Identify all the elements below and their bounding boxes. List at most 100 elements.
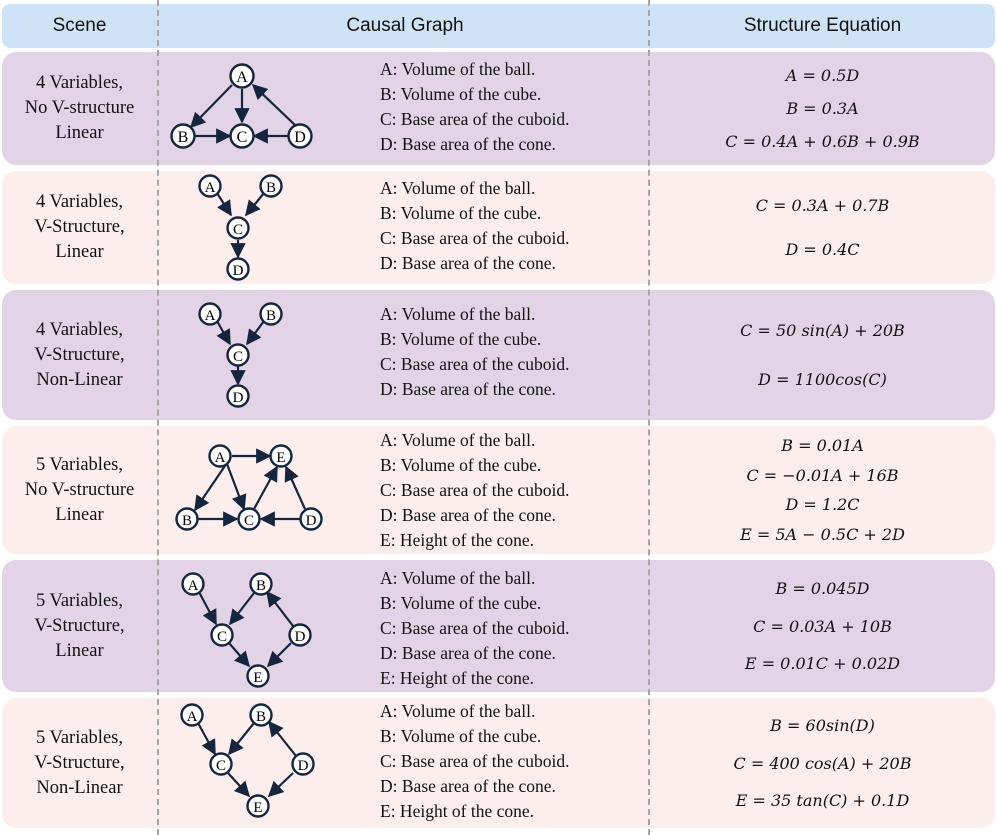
equation: B = 0.01A: [781, 436, 864, 456]
equation: C = −0.01A + 16B: [746, 465, 899, 485]
legend-item: D: Base area of the cone.: [380, 379, 556, 399]
causal-graph: A E B C D: [175, 444, 323, 531]
svg-text:A: A: [205, 180, 216, 196]
row-background: [2, 52, 995, 165]
scene-line: 5 Variables,: [35, 454, 123, 475]
equation: D = 0.4C: [785, 240, 860, 259]
node-b: B: [175, 507, 199, 531]
edge-d-e: [284, 465, 307, 510]
node-b: B: [259, 302, 283, 326]
legend-item: A: Volume of the ball.: [380, 178, 536, 198]
edge-a-c: [197, 722, 216, 756]
svg-text:B: B: [266, 308, 276, 324]
equation: E = 0.01C + 0.02D: [744, 654, 901, 674]
svg-text:D: D: [295, 629, 306, 645]
edge-c-e: [253, 465, 278, 510]
equation: C = 400 cos(A) + 20B: [733, 753, 912, 773]
edge-a-c: [216, 192, 232, 217]
legend-item: B: Volume of the cube.: [380, 455, 542, 475]
legend-item: C: Base area of the cuboid.: [380, 228, 570, 248]
table-header: [2, 4, 995, 48]
svg-text:A: A: [187, 709, 198, 725]
svg-text:D: D: [233, 263, 244, 279]
edge-a-b: [189, 84, 233, 129]
legend-item: B: Volume of the cube.: [380, 84, 542, 104]
equation: D = 1100cos(C): [758, 370, 887, 390]
node-e: E: [246, 794, 270, 818]
svg-text:C: C: [233, 349, 243, 365]
svg-text:B: B: [256, 578, 266, 594]
legend-item: B: Volume of the cube.: [380, 329, 542, 349]
legend-item: D: Base area of the cone.: [380, 134, 556, 154]
legend-item: B: Volume of the cube.: [380, 593, 542, 613]
column-divider: [157, 0, 159, 835]
scene-line: Linear: [55, 123, 104, 143]
node-a: A: [208, 444, 232, 468]
scene-line: Linear: [55, 640, 104, 661]
scene-line: V-Structure,: [34, 615, 125, 636]
structure-equations: B = 0.045D C = 0.03A + 10B E = 0.01C + 0…: [650, 560, 995, 692]
node-d: D: [291, 752, 315, 776]
row-background: [2, 171, 995, 284]
node-b: B: [170, 123, 196, 149]
scene-line: Linear: [55, 504, 104, 525]
row-background: [2, 290, 995, 420]
edge-c-e: [227, 772, 251, 798]
node-d: D: [299, 507, 323, 531]
variable-legend: A: Volume of the ball. B: Volume of the …: [380, 566, 645, 691]
equation: C = 0.4A + 0.6B + 0.9B: [725, 132, 920, 151]
legend-item: C: Base area of the cuboid.: [380, 751, 570, 771]
column-divider: [648, 0, 650, 835]
svg-text:E: E: [276, 450, 285, 466]
node-e: E: [246, 664, 270, 688]
node-c: C: [226, 343, 250, 367]
legend-item: C: Base area of the cuboid.: [380, 354, 570, 374]
legend-item: C: Base area of the cuboid.: [380, 480, 570, 500]
node-c: C: [229, 123, 255, 149]
legend-item: B: Volume of the cube.: [380, 726, 542, 746]
node-c: C: [237, 507, 261, 531]
row-background: [2, 698, 995, 828]
node-c: C: [226, 216, 250, 240]
equation: E = 5A − 0.5C + 2D: [740, 524, 905, 544]
legend-item: D: Base area of the cone.: [380, 776, 556, 796]
edge-b-c: [229, 592, 255, 626]
equation: B = 0.045D: [775, 578, 870, 598]
row-background: [2, 426, 995, 554]
equation: A = 0.5D: [785, 66, 860, 85]
scene-cell: 4 Variables, V-Structure, Linear: [2, 171, 157, 284]
svg-text:B: B: [178, 129, 189, 146]
edge-c-e: [228, 642, 251, 668]
equation: D = 1.2C: [785, 495, 860, 515]
edge-d-a: [251, 83, 296, 126]
legend-item: A: Volume of the ball.: [380, 304, 536, 324]
causal-graph: A B C D: [170, 63, 313, 149]
node-a: A: [198, 302, 222, 326]
legend-item: E: Height of the cone.: [380, 801, 535, 821]
causal-graph: A B C D: [198, 174, 283, 281]
variable-legend: A: Volume of the ball. B: Volume of the …: [380, 57, 645, 157]
svg-text:B: B: [182, 513, 192, 529]
scene-line: No V-structure: [24, 98, 135, 118]
svg-text:C: C: [217, 629, 227, 645]
legend-item: D: Base area of the cone.: [380, 505, 556, 525]
scene-line: 4 Variables,: [35, 73, 123, 93]
causal-graph: A B C D: [198, 302, 283, 408]
svg-text:D: D: [298, 758, 309, 774]
equation: B = 60sin(D): [770, 716, 875, 736]
edge-a-c: [216, 320, 231, 346]
scene-cell: 4 Variables, No V-structure Linear: [2, 52, 157, 165]
equation: E = 35 tan(C) + 0.1D: [735, 790, 910, 810]
svg-text:E: E: [253, 670, 262, 686]
node-b: B: [259, 174, 283, 198]
svg-text:A: A: [236, 69, 248, 86]
node-d: D: [226, 384, 250, 408]
node-a: A: [181, 572, 205, 596]
node-c: C: [210, 623, 234, 647]
scene-line: Non-Linear: [36, 369, 123, 390]
legend-item: A: Volume of the ball.: [380, 59, 536, 79]
scene-cell: 5 Variables, V-Structure, Non-Linear: [2, 698, 157, 828]
structure-equations: A = 0.5D B = 0.3A C = 0.4A + 0.6B + 0.9B: [650, 52, 995, 165]
node-b: B: [249, 572, 273, 596]
legend-item: C: Base area of the cuboid.: [380, 618, 570, 638]
